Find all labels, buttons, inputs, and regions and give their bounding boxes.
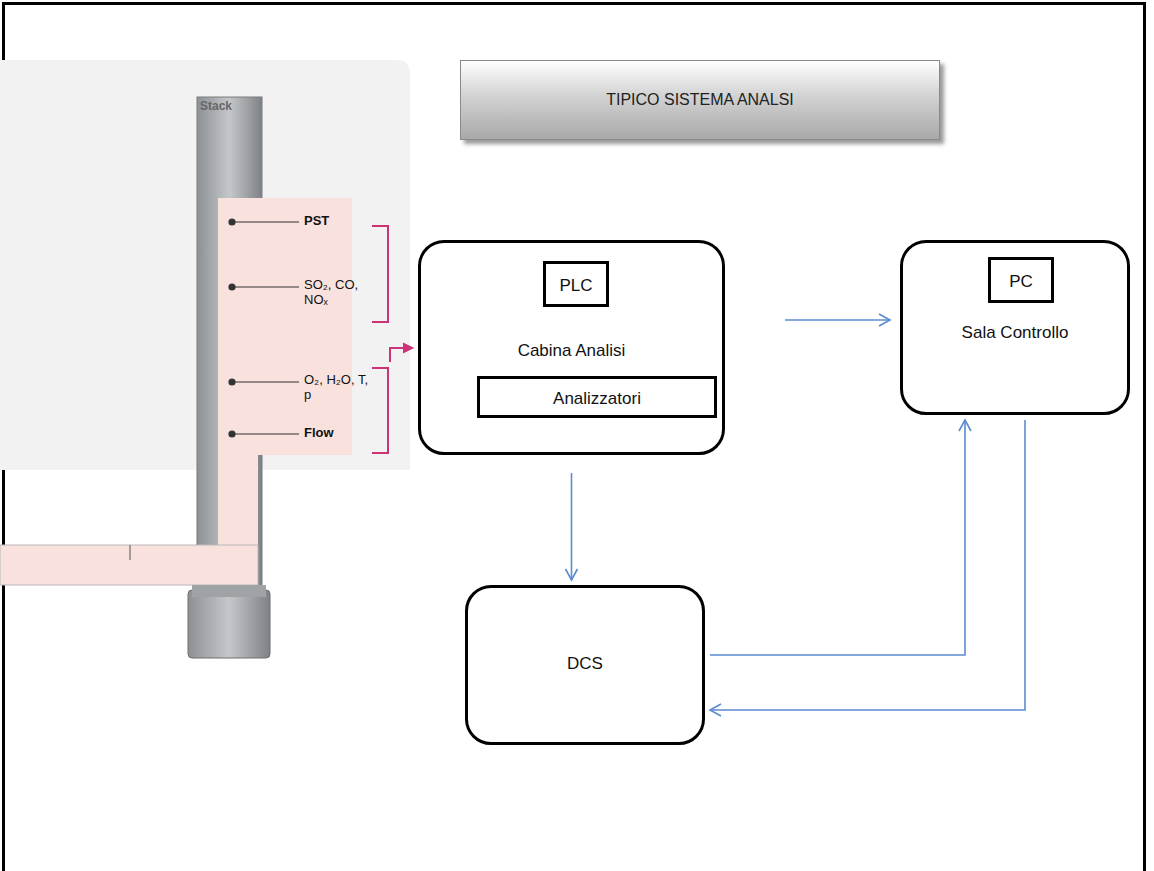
- analyzers-box: Analizzatori: [477, 376, 717, 418]
- plc-box: PLC: [543, 261, 609, 307]
- duct-mark: [130, 545, 131, 560]
- stack-label: O₂, H₂O, T, p: [304, 373, 374, 403]
- signal-connector: [710, 420, 971, 655]
- node-text: Sala Controllo: [962, 323, 1069, 343]
- title-box: TIPICO SISTEMA ANALSI: [460, 60, 940, 140]
- node-text: Analizzatori: [553, 389, 641, 409]
- control-room: Sala Controllo PC: [900, 240, 1130, 415]
- node-text: DCS: [567, 654, 603, 674]
- stack-label: Flow: [304, 426, 334, 441]
- stack-label: Stack: [200, 100, 232, 114]
- signal-connector: [566, 473, 578, 580]
- analysis-cabin: Cabina Analisi PLC Analizzatori: [418, 240, 725, 455]
- node-text: Cabina Analisi: [518, 341, 626, 361]
- sensor-points: [229, 219, 299, 437]
- title-text: TIPICO SISTEMA ANALSI: [606, 91, 794, 109]
- signal-connector: [710, 420, 1025, 716]
- stack-label: SO₂, CO, NOₓ: [304, 278, 376, 308]
- pc-box: PC: [988, 257, 1054, 303]
- inlet-duct: [0, 545, 258, 585]
- signal-bracket: [372, 226, 412, 453]
- stack-flue: [218, 198, 352, 455]
- signal-connector: [785, 314, 890, 326]
- stack-base: [192, 585, 266, 597]
- node-text: PLC: [559, 276, 592, 296]
- dcs-box: DCS: [465, 585, 705, 745]
- stack-base: [188, 590, 270, 658]
- node-text: PC: [1009, 272, 1033, 292]
- stack-label: PST: [304, 214, 329, 229]
